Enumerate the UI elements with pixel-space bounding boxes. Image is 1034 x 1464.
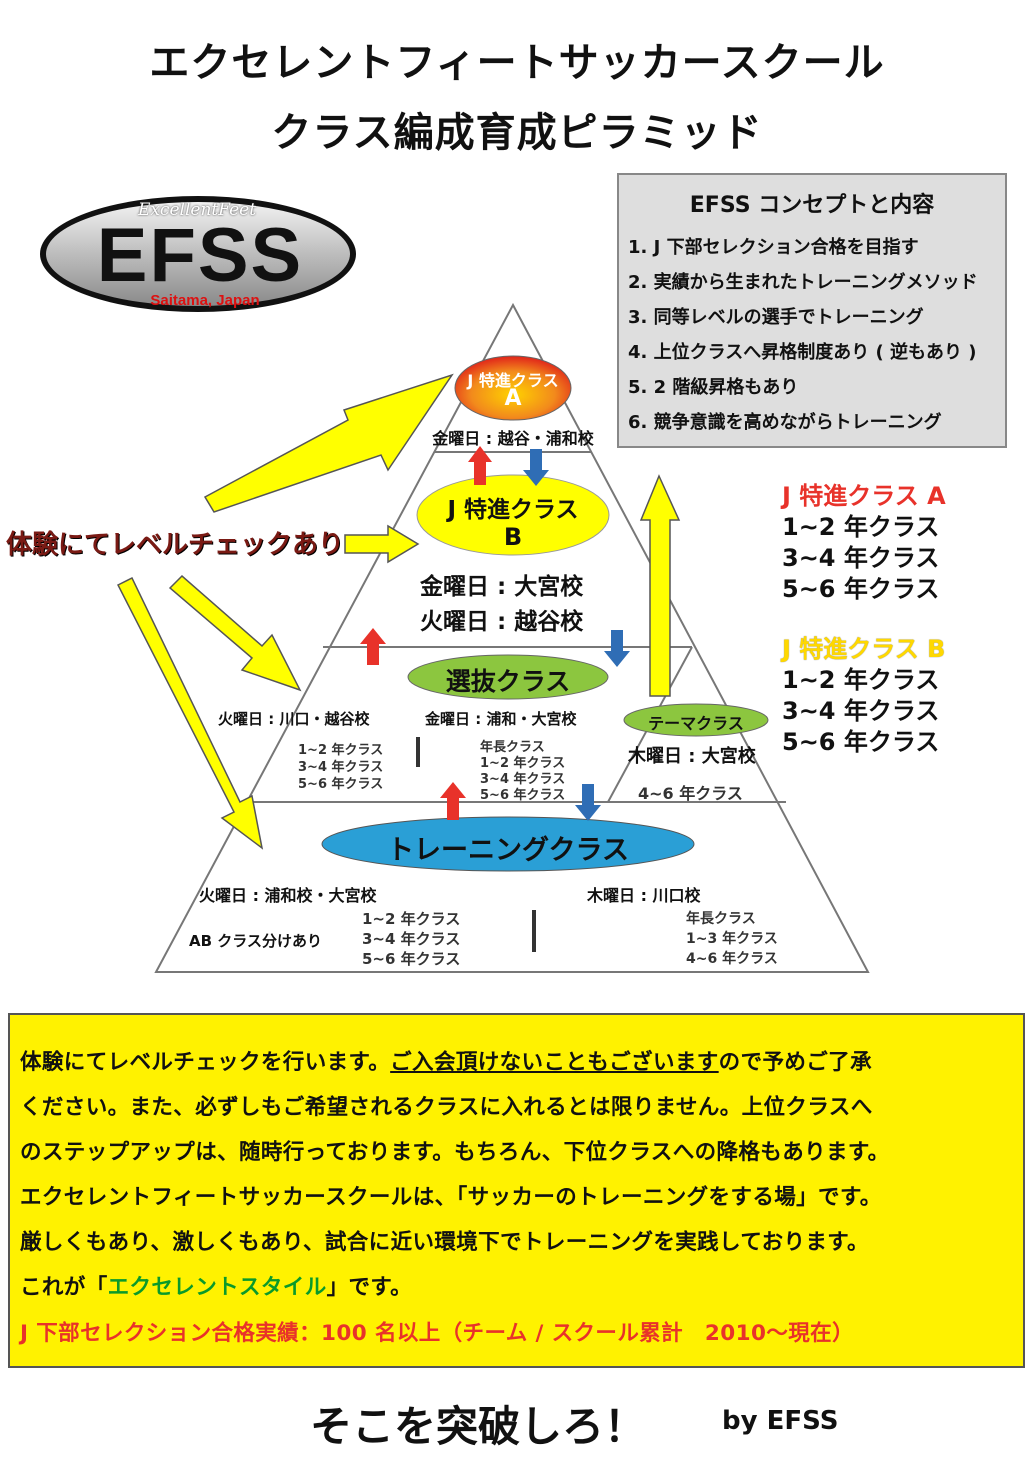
select-right-class: 5~6 年クラス [480,788,566,803]
page-subtitle: クラス編成育成ピラミッド [271,110,763,156]
pyramid-shape [154,302,870,973]
concept-title: EFSS コンセプトと内容 [689,193,935,218]
training-right-schedule: 木曜日 : 川口校 [587,886,701,905]
notice-text: これが「 [20,1275,108,1300]
slogan: そこを突破しろ！ [310,1402,647,1451]
notice-line-1: 体験にてレベルチェックを行います。ご入会頂けないこともございますので予めご了承 [20,1045,872,1076]
select-right-class: 年長クラス [480,740,545,755]
select-left-schedule: 火曜日 : 川口・越谷校 [218,710,370,728]
theme-class-schedule: 木曜日 : 大宮校 [628,746,756,767]
logo-script-text: ExcellentFeet [137,200,257,220]
select-left-class: 1~2 年クラス [298,743,384,758]
trial-arrows [116,373,454,850]
class-a-oval [454,355,572,421]
select-left-class: 5~6 年クラス [298,777,384,792]
concept-item: 2. 実績から生まれたトレーニングメソッド [628,272,978,293]
theme-class-grades: 4~6 年クラス [638,784,743,803]
demotion-arrows [523,449,630,821]
class-b-schedule-1: 金曜日 : 大宮校 [420,574,584,600]
logo-location-text: Saitama, Japan [150,292,260,309]
select-class-name: 選抜クラス [445,667,571,696]
select-right-schedule: 金曜日 : 浦和・大宮校 [425,710,577,728]
class-b-schedule-2: 火曜日 : 越谷校 [420,609,584,635]
efss-logo [40,196,356,312]
class-b-oval [416,474,610,556]
class-b-grade: B [503,523,523,551]
excellent-style-text: エクセレントスタイル [107,1275,327,1300]
theme-to-b-arrow [639,474,681,697]
class-b-list-item: 5~6 年クラス [782,728,940,756]
slogan-byline: by EFSS [722,1406,839,1436]
class-a-list-title: J 特進クラス A [782,482,946,510]
notice-line-6: これが「エクセレントスタイル」です。 [20,1270,412,1301]
training-ab-note: AB クラス分けあり [189,932,322,950]
notice-text: ので予めご了承 [718,1050,872,1075]
class-a-schedule: 金曜日 : 越谷・浦和校 [432,429,594,448]
concept-item: 6. 競争意識を高めながらトレーニング [628,412,942,433]
trial-level-check-label: 体験にてレベルチェックあり [6,530,345,560]
promotion-arrows [360,446,492,820]
notice-line-5: 厳しくもあり、激しくもあり、試合に近い環境下でトレーニングを実践しております。 [20,1230,869,1255]
class-a-list-item: 1~2 年クラス [782,513,940,541]
training-class-oval [321,816,695,872]
class-b-list-item: 1~2 年クラス [782,666,940,694]
training-left-class: 5~6 年クラス [362,950,461,968]
training-right-class: 年長クラス [686,911,756,927]
class-b-list-title: J 特進クラス B [782,635,946,663]
class-a-grade: A [504,386,522,411]
notice-line-2: ください。また、必ずしもご希望されるクラスに入れるとは限りません。上位クラスへ [20,1095,873,1120]
concept-item: 3. 同等レベルの選手でトレーニング [628,307,924,328]
class-a-list-item: 3~4 年クラス [782,544,940,572]
theme-class-oval [623,703,769,737]
notice-emphasis: ご入会頂けないこともございます [390,1050,719,1075]
notice-text: 体験にてレベルチェックを行います。 [20,1050,391,1075]
class-b-name: J 特進クラス [447,497,579,523]
logo-main-text: EFSS [96,213,304,298]
concept-item: 4. 上位クラスへ昇格制度あり ( 逆もあり ) [628,342,977,363]
concept-item: 1. J 下部セレクション合格を目指す [628,237,919,258]
training-right-class: 4~6 年クラス [686,951,778,967]
select-right-class: 3~4 年クラス [480,772,566,787]
theme-class-name: テーマクラス [648,714,744,733]
notice-line-3: のステップアップは、随時行っております。もちろん、下位クラスへの降格もあります。 [20,1140,890,1165]
concept-item: 5. 2 階級昇格もあり [628,377,799,398]
page-title: エクセレントフィートサッカースクール [149,40,885,86]
concept-box [617,173,1007,448]
notice-text: 」です。 [326,1275,413,1300]
training-right-class: 1~3 年クラス [686,931,778,947]
selection-record: J 下部セレクション合格実績：100 名以上（チーム / スクール累計 2010… [20,1321,854,1346]
notice-line-4: エクセレントフィートサッカースクールは、「サッカーのトレーニングをする場」です。 [20,1185,882,1210]
select-right-class: 1~2 年クラス [480,756,566,771]
class-a-list-item: 5~6 年クラス [782,575,940,603]
class-a-name: J 特進クラス [467,371,559,390]
training-divider [532,910,536,952]
select-class-oval [407,654,609,700]
training-left-schedule: 火曜日 : 浦和校・大宮校 [199,886,377,905]
training-left-class: 3~4 年クラス [362,930,461,948]
training-left-class: 1~2 年クラス [362,910,461,928]
select-left-class: 3~4 年クラス [298,760,384,775]
class-b-list-item: 3~4 年クラス [782,697,940,725]
select-divider [416,737,420,767]
training-class-name: トレーニングクラス [387,835,629,866]
notice-box [8,1013,1025,1368]
